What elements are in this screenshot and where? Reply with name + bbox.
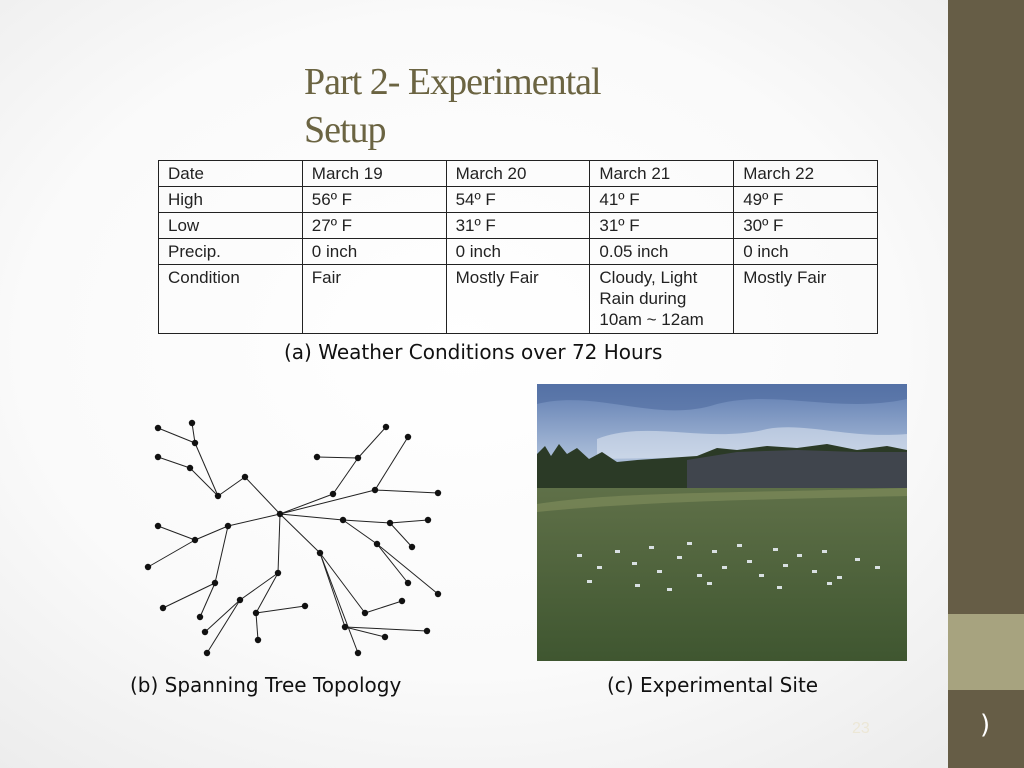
table-cell: 41º F (589, 186, 735, 213)
experimental-site-photo (537, 384, 907, 661)
table-cell: 31º F (589, 212, 735, 239)
table-row: Date March 19 March 20 March 21 March 22 (158, 160, 878, 187)
table-cell: 54º F (445, 186, 591, 213)
title-line-2: Setup (304, 109, 387, 151)
table-row: Condition Fair Mostly Fair Cloudy, Light… (158, 264, 878, 334)
table-cell: Condition (158, 264, 303, 334)
table-cell: 49º F (733, 186, 878, 213)
title-line-1: Part 2- Experimental (304, 61, 602, 103)
table-row: High 56º F 54º F 41º F 49º F (158, 186, 878, 213)
table-cell: 27º F (301, 212, 447, 239)
slide-title: Part 2- Experimental Setup (304, 58, 724, 154)
table-cell: Mostly Fair (445, 264, 591, 334)
table-cell: High (158, 186, 303, 213)
table-cell: 0 inch (733, 238, 878, 265)
caption-site: (c) Experimental Site (607, 673, 819, 697)
side-glyph: ) (980, 710, 991, 740)
side-accent-block (948, 614, 1024, 690)
table-row: Low 27º F 31º F 31º F 30º F (158, 212, 878, 239)
table-cell: Cloudy, Light Rain during 10am ~ 12am (589, 264, 735, 334)
table-cell: March 19 (301, 160, 447, 187)
spanning-tree-diagram (144, 419, 442, 657)
table-cell: March 22 (733, 160, 878, 187)
caption-weather: (a) Weather Conditions over 72 Hours (284, 340, 663, 364)
table-cell: 0 inch (301, 238, 447, 265)
table-cell: 56º F (301, 186, 447, 213)
table-cell: 0 inch (445, 238, 591, 265)
table-cell: Precip. (158, 238, 303, 265)
table-cell: March 20 (445, 160, 591, 187)
table-cell: Fair (301, 264, 447, 334)
tree-nodes (144, 419, 442, 657)
table-cell: 30º F (733, 212, 878, 239)
tree-edges (147, 422, 439, 654)
weather-table: Date March 19 March 20 March 21 March 22… (158, 160, 878, 334)
table-cell: Date (158, 160, 303, 187)
table-cell: Low (158, 212, 303, 239)
table-row: Precip. 0 inch 0 inch 0.05 inch 0 inch (158, 238, 878, 265)
table-cell: 31º F (445, 212, 591, 239)
table-cell: March 21 (589, 160, 735, 187)
table-cell: 0.05 inch (589, 238, 735, 265)
caption-topology: (b) Spanning Tree Topology (130, 673, 402, 697)
table-cell: Mostly Fair (733, 264, 878, 334)
slide-number: 23 (852, 720, 870, 737)
